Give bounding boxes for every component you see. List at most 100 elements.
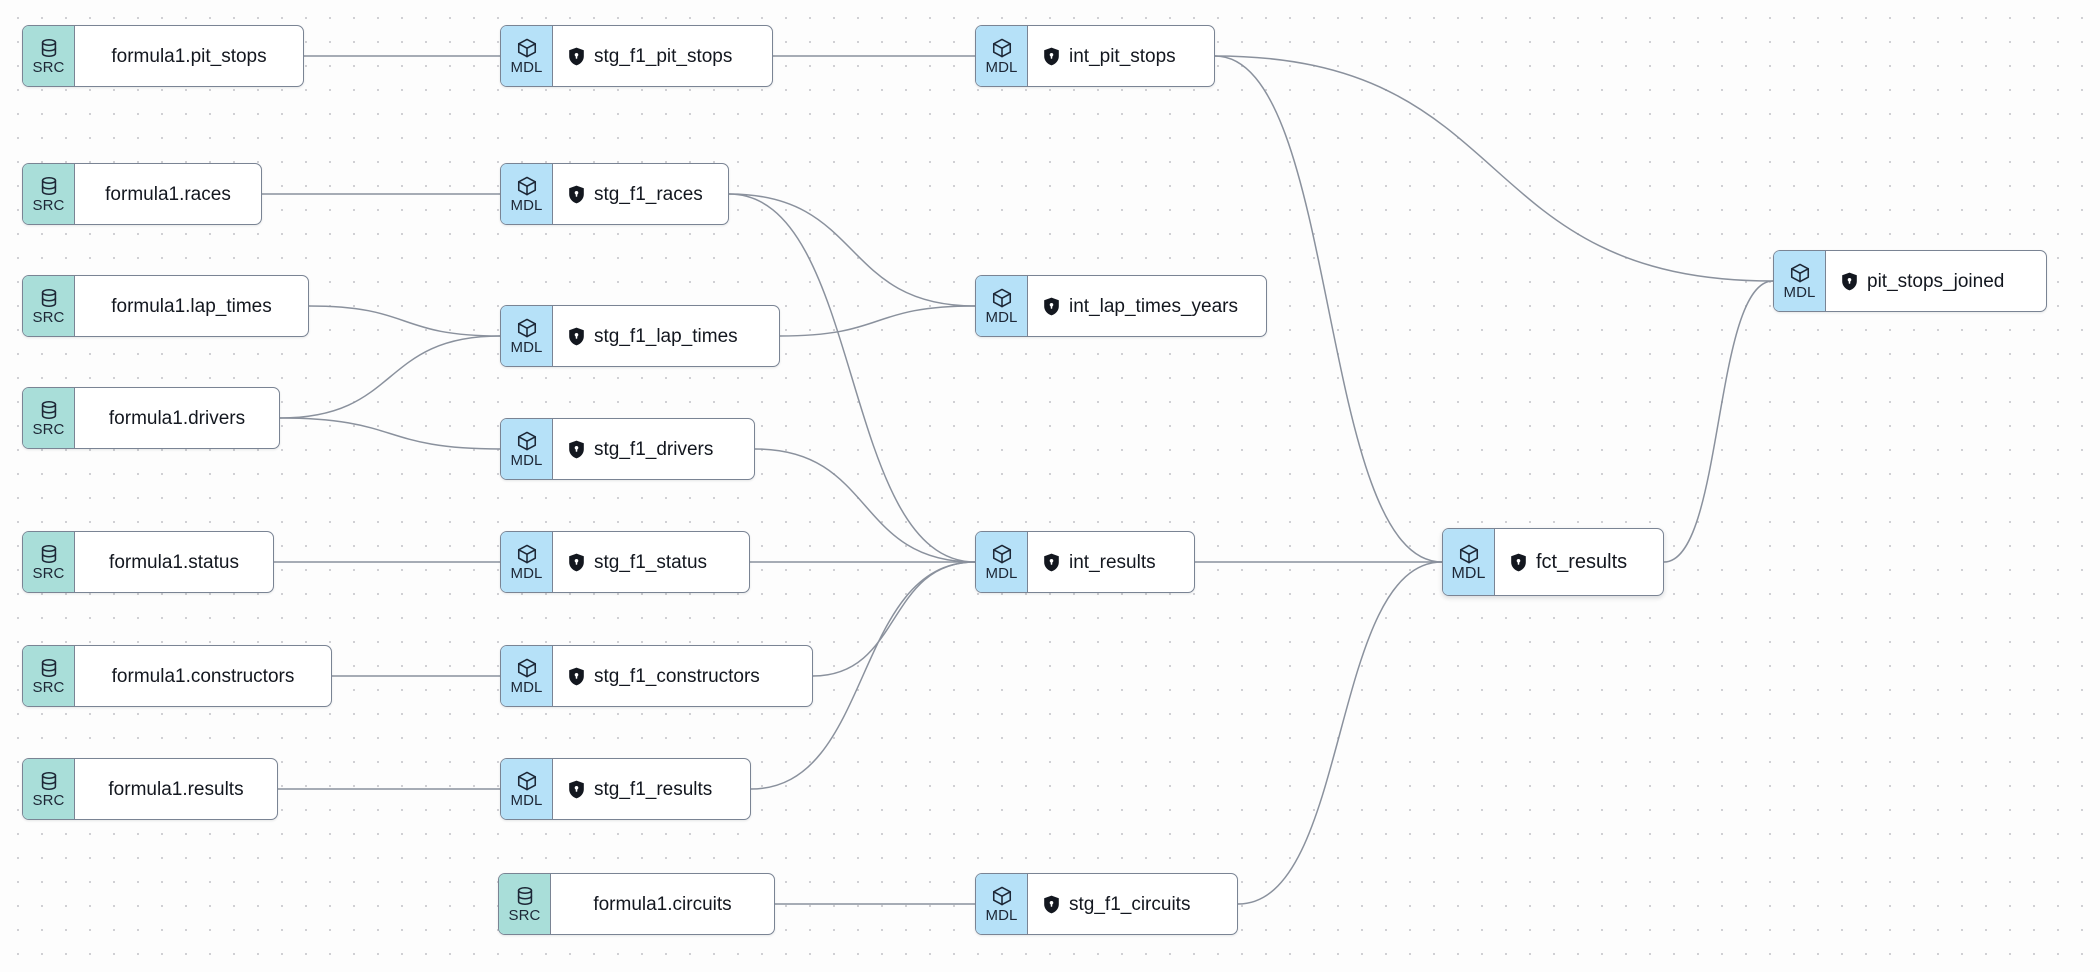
node-label: pit_stops_joined (1867, 270, 2005, 292)
shield-lock-icon (568, 780, 585, 799)
model-badge: MDL (501, 532, 553, 592)
node-label: stg_f1_circuits (1069, 893, 1191, 915)
graph-node-src_races[interactable]: SRC formula1.races (22, 163, 262, 225)
badge-label: MDL (985, 907, 1018, 924)
source-badge: SRC (23, 532, 75, 592)
source-badge: SRC (23, 759, 75, 819)
node-body: stg_f1_results (553, 759, 750, 819)
badge-label: MDL (510, 339, 543, 356)
shield-lock-icon (1510, 553, 1527, 572)
graph-node-src_drivers[interactable]: SRC formula1.drivers (22, 387, 280, 449)
badge-label: MDL (510, 792, 543, 809)
node-body: formula1.drivers (75, 388, 279, 448)
cube-icon (516, 317, 538, 339)
badge-label: MDL (510, 197, 543, 214)
graph-node-int_pit_stops[interactable]: MDL int_pit_stops (975, 25, 1215, 87)
source-badge: SRC (23, 276, 75, 336)
cube-icon (991, 37, 1013, 59)
node-body: stg_f1_drivers (553, 419, 754, 479)
node-label: int_pit_stops (1069, 45, 1176, 67)
node-label: stg_f1_drivers (594, 438, 714, 460)
node-label: stg_f1_results (594, 778, 713, 800)
model-badge: MDL (1774, 251, 1826, 311)
node-body: formula1.races (75, 164, 261, 224)
database-icon (38, 287, 60, 309)
badge-label: SRC (32, 59, 65, 76)
badge-label: SRC (32, 197, 65, 214)
database-icon (38, 37, 60, 59)
shield-lock-icon (568, 440, 585, 459)
graph-node-src_constructors[interactable]: SRC formula1.constructors (22, 645, 332, 707)
node-body: formula1.lap_times (75, 276, 308, 336)
node-label: formula1.results (108, 778, 244, 800)
model-badge: MDL (501, 26, 553, 86)
node-body: int_lap_times_years (1028, 276, 1266, 336)
node-label: formula1.status (109, 551, 239, 573)
cube-icon (516, 37, 538, 59)
shield-lock-icon (568, 667, 585, 686)
node-body: int_pit_stops (1028, 26, 1214, 86)
graph-node-stg_status[interactable]: MDL stg_f1_status (500, 531, 750, 593)
graph-node-src_results[interactable]: SRC formula1.results (22, 758, 278, 820)
source-badge: SRC (499, 874, 551, 934)
graph-node-stg_races[interactable]: MDL stg_f1_races (500, 163, 729, 225)
source-badge: SRC (23, 26, 75, 86)
cube-icon (991, 543, 1013, 565)
node-label: formula1.constructors (111, 665, 295, 687)
model-badge: MDL (1443, 529, 1495, 595)
database-icon (38, 543, 60, 565)
node-label: formula1.lap_times (111, 295, 272, 317)
model-badge: MDL (501, 759, 553, 819)
node-body: pit_stops_joined (1826, 251, 2046, 311)
badge-label: MDL (1451, 564, 1486, 582)
node-label: int_lap_times_years (1069, 295, 1238, 317)
graph-node-int_lap_times_years[interactable]: MDL int_lap_times_years (975, 275, 1267, 337)
graph-node-src_status[interactable]: SRC formula1.status (22, 531, 274, 593)
shield-lock-icon (568, 185, 585, 204)
database-icon (38, 175, 60, 197)
node-label: stg_f1_races (594, 183, 703, 205)
graph-node-stg_results[interactable]: MDL stg_f1_results (500, 758, 751, 820)
graph-node-src_circuits[interactable]: SRC formula1.circuits (498, 873, 775, 935)
badge-label: MDL (985, 565, 1018, 582)
graph-node-stg_circuits[interactable]: MDL stg_f1_circuits (975, 873, 1238, 935)
node-body: stg_f1_races (553, 164, 728, 224)
model-badge: MDL (976, 532, 1028, 592)
model-badge: MDL (976, 26, 1028, 86)
node-label: formula1.pit_stops (111, 45, 267, 67)
badge-label: SRC (32, 792, 65, 809)
graph-node-fct_results[interactable]: MDL fct_results (1442, 528, 1664, 596)
badge-label: MDL (510, 565, 543, 582)
node-label: formula1.races (105, 183, 231, 205)
graph-node-pit_stops_joined[interactable]: MDL pit_stops_joined (1773, 250, 2047, 312)
graph-node-src_pit_stops[interactable]: SRC formula1.pit_stops (22, 25, 304, 87)
node-body: stg_f1_circuits (1028, 874, 1237, 934)
cube-icon (1789, 262, 1811, 284)
badge-label: SRC (32, 421, 65, 438)
shield-lock-icon (1841, 272, 1858, 291)
badge-label: SRC (32, 679, 65, 696)
node-body: stg_f1_constructors (553, 646, 812, 706)
node-body: formula1.pit_stops (75, 26, 303, 86)
node-body: stg_f1_status (553, 532, 749, 592)
database-icon (38, 770, 60, 792)
graph-node-src_lap_times[interactable]: SRC formula1.lap_times (22, 275, 309, 337)
database-icon (38, 399, 60, 421)
node-body: formula1.circuits (551, 874, 774, 934)
shield-lock-icon (568, 327, 585, 346)
badge-label: SRC (508, 907, 541, 924)
shield-lock-icon (1043, 297, 1060, 316)
database-icon (514, 885, 536, 907)
node-body: formula1.status (75, 532, 273, 592)
cube-icon (991, 885, 1013, 907)
model-badge: MDL (976, 276, 1028, 336)
node-body: formula1.constructors (75, 646, 331, 706)
node-label: fct_results (1536, 551, 1628, 573)
